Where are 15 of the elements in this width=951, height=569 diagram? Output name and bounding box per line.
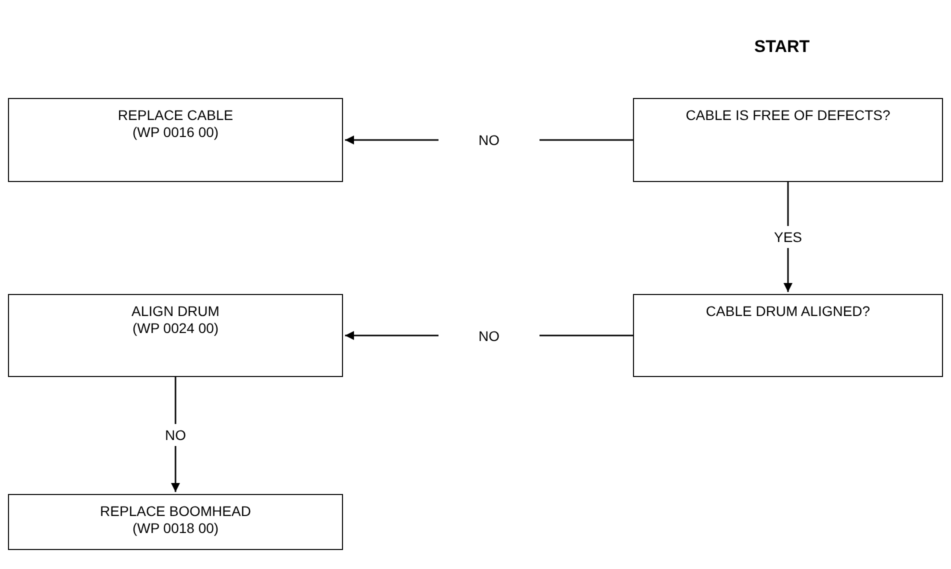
process-box [633,98,943,182]
box-text: ALIGN DRUM [130,303,220,320]
box-text: (WP 0018 00) [131,520,220,537]
edge-label: NO [438,132,540,148]
process-box [633,294,943,377]
start-label: START [754,37,810,57]
box-text: CABLE DRUM ALIGNED? [704,303,872,320]
box-text: (WP 0024 00) [131,320,220,337]
box-text: REPLACE BOOMHEAD [99,503,252,520]
process-box [8,294,343,377]
process-box [8,98,343,182]
box-text: CABLE IS FREE OF DEFECTS? [684,107,892,124]
process-box [8,494,343,550]
box-text: REPLACE CABLE [116,107,234,124]
box-text: (WP 0016 00) [131,124,220,141]
